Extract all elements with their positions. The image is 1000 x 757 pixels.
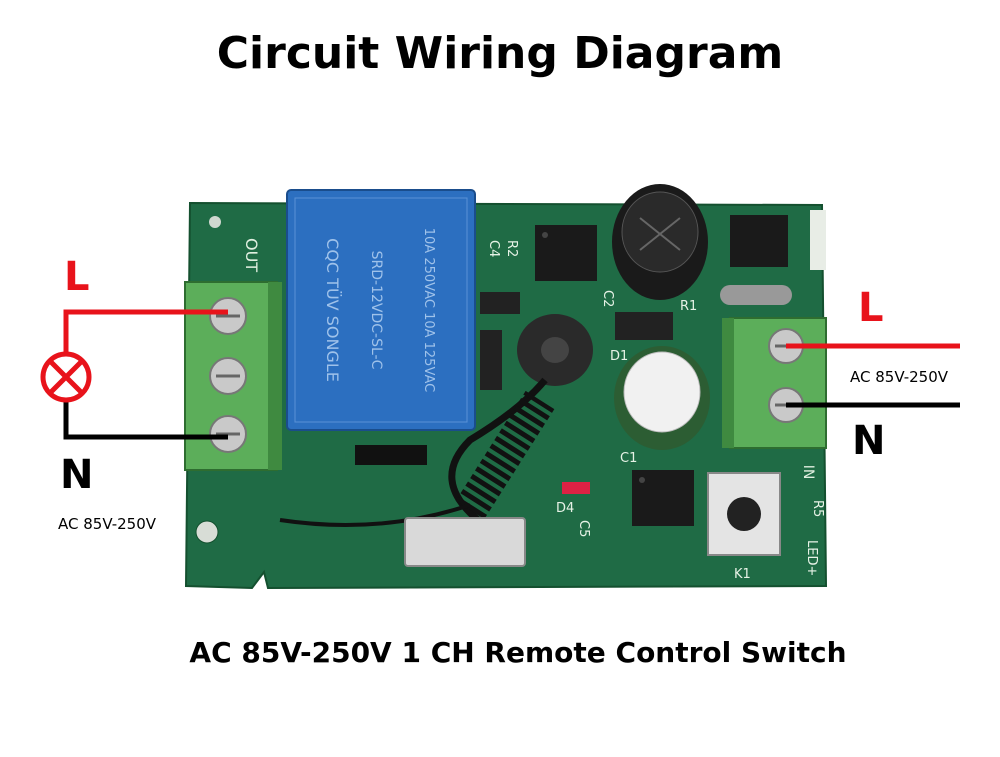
left-neutral-label: N — [60, 452, 94, 498]
input-terminal-block: IN — [722, 317, 827, 480]
relay-marking-3: 10A 250VAC 10A 125VAC — [421, 228, 436, 393]
right-live-label: L — [858, 285, 884, 331]
right-neutral-label: N — [852, 418, 886, 464]
left-live-wire — [63, 309, 228, 352]
relay-marking-1: CQC TÜV SONGLE — [323, 238, 342, 382]
inductor — [517, 314, 593, 386]
silkscreen-labels: C4 R2 C2 R1 D1 C1 D4 C5 K1 R5 LED+ — [486, 240, 825, 582]
label-c5: C5 — [576, 520, 591, 537]
page-title: Circuit Wiring Diagram — [216, 28, 784, 79]
caption: AC 85V-250V 1 CH Remote Control Switch — [189, 636, 847, 669]
left-live-label: L — [64, 254, 90, 300]
electrolytic-capacitor-bottom — [614, 346, 710, 450]
label-d4: D4 — [556, 501, 574, 516]
crystal-oscillator — [404, 517, 526, 567]
left-wiring — [40, 309, 228, 440]
left-voltage-label: AC 85V-250V — [58, 515, 157, 533]
small-components — [355, 285, 792, 494]
voltage-regulator — [730, 215, 788, 267]
label-c1: C1 — [620, 451, 637, 466]
relay-marking-2: SRD-12VDC-SL-C — [368, 251, 384, 370]
push-button — [707, 472, 781, 556]
label-d1: D1 — [610, 349, 628, 364]
out-label: OUT — [242, 238, 261, 272]
ic-chip-top — [535, 225, 597, 281]
label-led: LED+ — [804, 540, 819, 576]
ic-chip-bottom — [632, 470, 694, 526]
label-r5: R5 — [810, 500, 825, 517]
label-c4: C4 — [486, 240, 501, 257]
label-r2: R2 — [504, 240, 519, 257]
relay: CQC TÜV SONGLE SRD-12VDC-SL-C 10A 250VAC… — [286, 189, 476, 431]
right-voltage-label: AC 85V-250V — [850, 368, 949, 386]
left-neutral-wire — [63, 402, 228, 440]
lamp-icon — [40, 351, 92, 403]
right-wiring — [786, 343, 960, 408]
label-r1: R1 — [680, 299, 697, 314]
antenna-coil — [279, 377, 555, 527]
label-c2: C2 — [600, 290, 615, 307]
in-label: IN — [800, 465, 816, 480]
label-k1: K1 — [734, 567, 751, 582]
electrolytic-capacitor-top — [612, 184, 708, 300]
